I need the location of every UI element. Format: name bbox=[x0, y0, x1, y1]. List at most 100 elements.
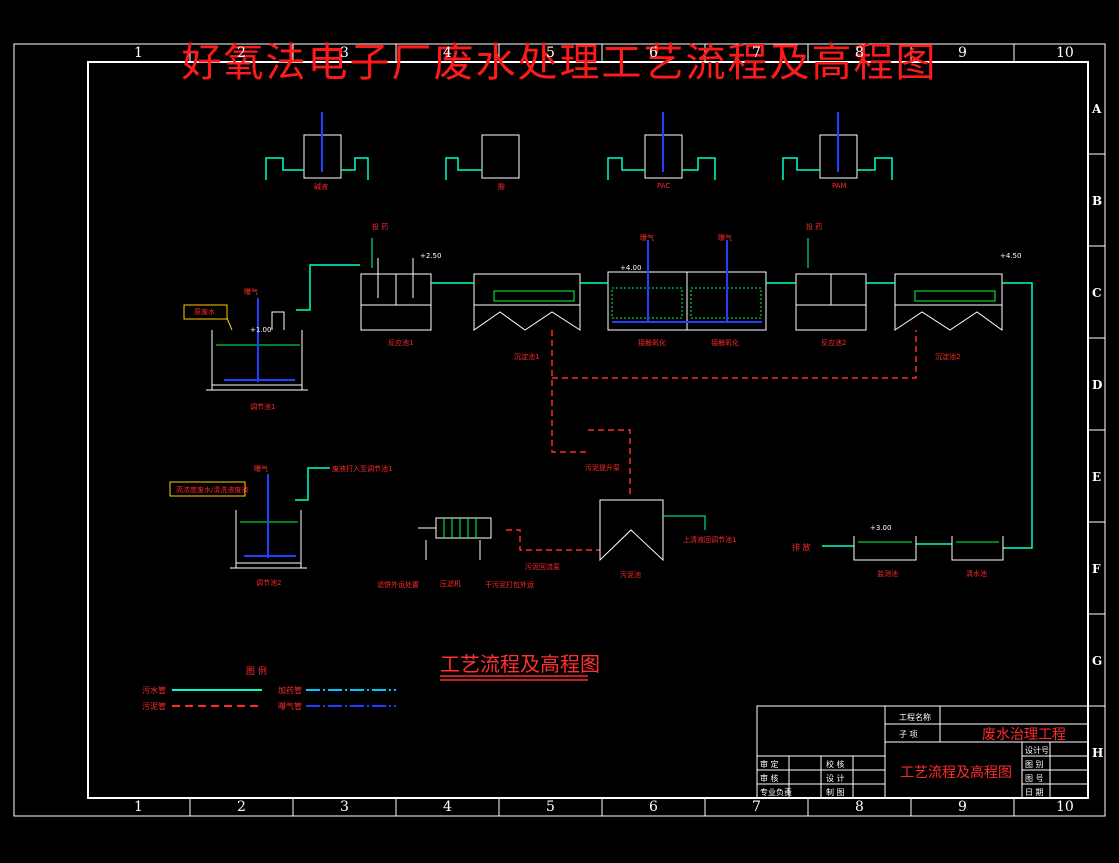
col-num: 2 bbox=[237, 45, 246, 61]
monitoring-tank-label: 监测池 bbox=[877, 570, 898, 578]
dosing-label-acid: 酸 bbox=[498, 183, 505, 191]
row-letter: H bbox=[1092, 746, 1104, 760]
col-num-bottom: 10 bbox=[1056, 799, 1074, 815]
to-equalization-label: 废液打入至调节池1 bbox=[332, 465, 393, 473]
row-letter: C bbox=[1092, 286, 1102, 300]
tb-project-name-label: 工程名称 bbox=[899, 713, 931, 722]
sludge-tank-label: 污泥池 bbox=[620, 571, 641, 579]
settling-tank-2 bbox=[894, 273, 1003, 331]
col-num: 9 bbox=[958, 45, 967, 61]
col-num: 7 bbox=[752, 45, 761, 61]
outer-frame bbox=[13, 43, 1106, 817]
outlet-tanks bbox=[853, 536, 1004, 561]
tb-row: 日 期 bbox=[1025, 788, 1044, 797]
col-num: 5 bbox=[546, 45, 555, 61]
tb-row: 审 定 bbox=[760, 760, 779, 769]
col-num-bottom: 5 bbox=[546, 799, 555, 815]
reaction-tank-2-label: 反应池2 bbox=[821, 339, 847, 347]
mud-cake-label: 滤饼外运处置 bbox=[377, 581, 419, 589]
col-num-bottom: 8 bbox=[855, 799, 864, 815]
inflow-box bbox=[183, 304, 228, 320]
reaction-tank-1 bbox=[360, 273, 432, 331]
pipe-eq1-reactor bbox=[296, 264, 360, 311]
row-letter: A bbox=[1092, 102, 1102, 116]
equalization-tank-1-label: 调节池1 bbox=[250, 403, 276, 411]
elevation-mark: +4.00 bbox=[620, 264, 642, 272]
aeration-label-3: 曝气 bbox=[718, 234, 732, 242]
equalization-tank-2 bbox=[230, 510, 307, 569]
legend-item: 污泥管 bbox=[142, 702, 166, 711]
oxidation-aerators bbox=[612, 240, 762, 323]
col-num: 4 bbox=[443, 45, 452, 61]
supernatant-label: 上清液回调节池1 bbox=[683, 536, 737, 544]
bio-media bbox=[611, 287, 762, 319]
filtrate-label: 干污泥打包外运 bbox=[485, 581, 534, 589]
filter-plates bbox=[443, 518, 477, 538]
filter-press bbox=[418, 517, 492, 560]
legend-title: 图 例 bbox=[246, 667, 267, 677]
tb-row: 审 核 bbox=[760, 774, 779, 783]
dosing-tanks bbox=[303, 134, 858, 179]
tb-row: 图 号 bbox=[1025, 774, 1044, 783]
settling-tank-1 bbox=[473, 273, 581, 331]
title-block-grid bbox=[756, 705, 1089, 799]
row-letter: F bbox=[1092, 562, 1101, 576]
tube-settler-1 bbox=[493, 290, 575, 302]
aeration-label: 曝气 bbox=[244, 288, 258, 296]
grid-ticks bbox=[189, 44, 1105, 816]
high-conc-label: 高浓度废水/清洗液废液 bbox=[176, 486, 249, 494]
row-letter: B bbox=[1092, 194, 1103, 208]
contact-oxidation-1-label: 接触氧化 bbox=[638, 339, 666, 347]
col-num-bottom: 2 bbox=[237, 799, 246, 815]
screw-pump-label: 污泥回流泵 bbox=[525, 563, 560, 571]
legend-item: 加药管 bbox=[278, 686, 302, 695]
dosing-label-pam: PAM bbox=[832, 182, 847, 190]
legend-lines bbox=[172, 689, 396, 707]
tb-row: 图 别 bbox=[1025, 760, 1044, 769]
dosing-pipes bbox=[265, 157, 893, 180]
elevation-mark: +1.00 bbox=[250, 326, 272, 334]
elevation-mark: +2.50 bbox=[420, 252, 442, 260]
dosing-agitators bbox=[321, 112, 839, 172]
col-num-bottom: 6 bbox=[649, 799, 658, 815]
filter-press-label: 压滤机 bbox=[440, 580, 461, 588]
col-num-bottom: 1 bbox=[134, 799, 143, 815]
tb-drawing-name: 工艺流程及高程图 bbox=[900, 765, 1012, 781]
tb-row: 设 计 bbox=[826, 774, 845, 783]
elevation-mark: +4.50 bbox=[1000, 252, 1022, 260]
col-num: 8 bbox=[855, 45, 864, 61]
dosing-label-pac: PAC bbox=[657, 182, 671, 190]
row-letter: E bbox=[1092, 470, 1102, 484]
col-num-bottom: 9 bbox=[958, 799, 967, 815]
reaction-tank-2 bbox=[795, 273, 867, 331]
col-num: 3 bbox=[340, 45, 349, 61]
discharge-label: 排 放 bbox=[792, 543, 811, 552]
row-letter: D bbox=[1092, 378, 1103, 392]
elevation-mark: +3.00 bbox=[870, 524, 892, 532]
drawing-subtitle: 工艺流程及高程图 bbox=[440, 652, 600, 676]
settling-tank-2-label: 沉淀池2 bbox=[935, 353, 961, 361]
settling-tank-1-label: 沉淀池1 bbox=[514, 353, 540, 361]
contact-oxidation-2-label: 接触氧化 bbox=[711, 339, 739, 347]
main-water-pipe bbox=[431, 282, 1033, 549]
tb-row: 设计号 bbox=[1025, 746, 1049, 755]
legend-item: 污水管 bbox=[142, 686, 166, 695]
legend-item: 曝气管 bbox=[278, 702, 302, 711]
col-num: 10 bbox=[1056, 45, 1074, 61]
dosing-label: 投 药 bbox=[372, 223, 389, 231]
dosing-label-2: 投 药 bbox=[806, 223, 823, 231]
tb-project-name: 废水治理工程 bbox=[982, 727, 1066, 743]
tb-row: 专业负责 bbox=[760, 788, 792, 797]
sludge-tank bbox=[599, 499, 664, 562]
col-num: 6 bbox=[649, 45, 658, 61]
sludge-pipes bbox=[506, 330, 917, 551]
reaction-tank-1-label: 反应池1 bbox=[388, 339, 414, 347]
col-num: 1 bbox=[134, 45, 143, 61]
col-num-bottom: 3 bbox=[340, 799, 349, 815]
col-num-bottom: 4 bbox=[443, 799, 452, 815]
sludge-pump-label: 污泥提升泵 bbox=[585, 464, 620, 472]
tb-row: 制 图 bbox=[826, 788, 845, 797]
tb-sub-item-label: 子 项 bbox=[899, 730, 918, 739]
